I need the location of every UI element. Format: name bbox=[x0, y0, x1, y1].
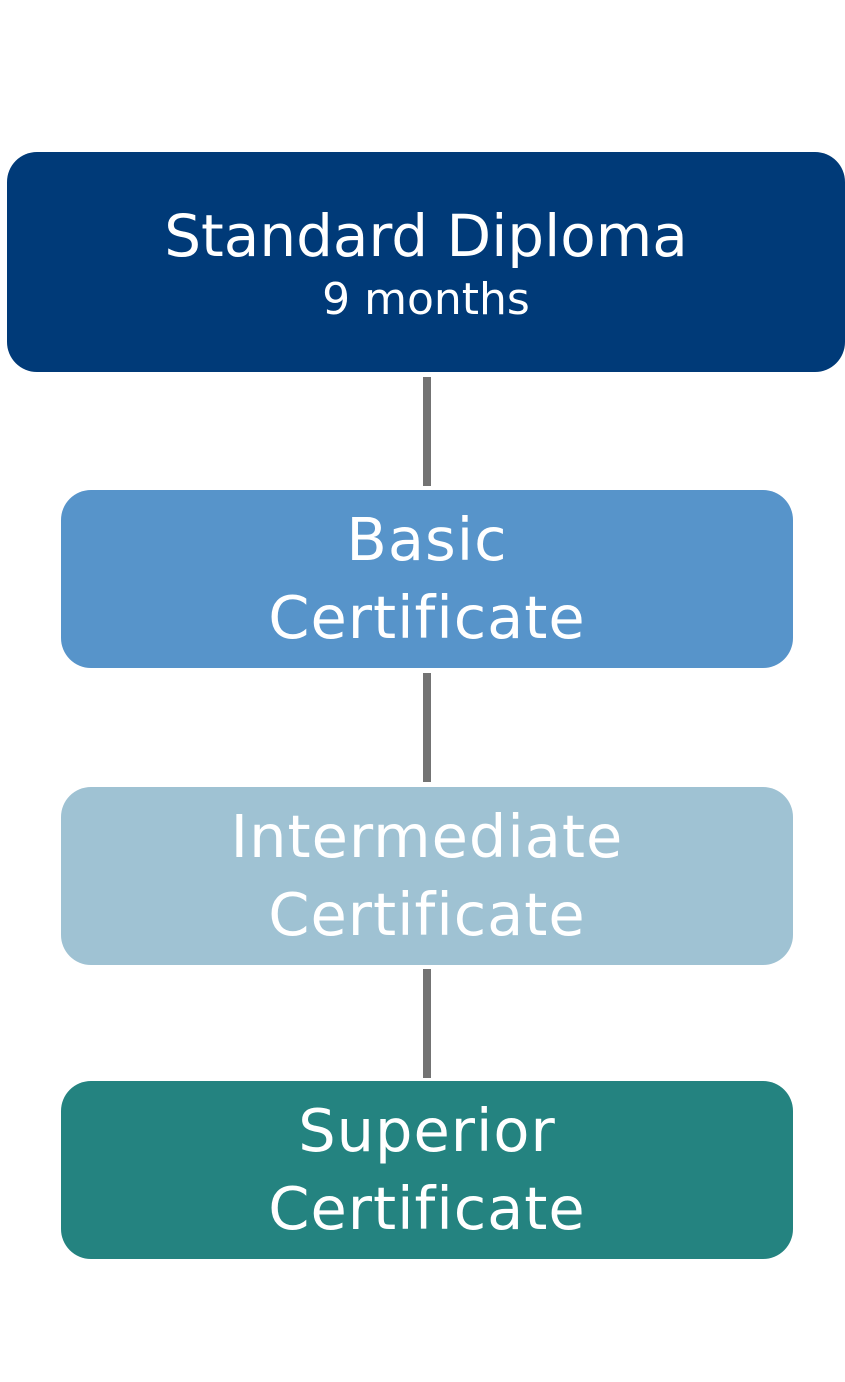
superior-certificate-box: Superior Certificate bbox=[61, 1081, 793, 1259]
intermediate-certificate-box: Intermediate Certificate bbox=[61, 787, 793, 965]
connector-line bbox=[423, 673, 431, 782]
diploma-title: Standard Diploma bbox=[164, 202, 688, 270]
diploma-duration: 9 months bbox=[322, 274, 530, 325]
certificate-label-line1: Intermediate bbox=[230, 802, 624, 871]
basic-certificate-box: Basic Certificate bbox=[61, 490, 793, 668]
certificate-label-line1: Basic bbox=[346, 505, 508, 574]
certificate-label-line2: Certificate bbox=[268, 1174, 586, 1243]
connector-line bbox=[423, 377, 431, 486]
certificate-label-line2: Certificate bbox=[268, 583, 586, 652]
certificate-label-line2: Certificate bbox=[268, 880, 586, 949]
certificate-label-line1: Superior bbox=[298, 1096, 556, 1165]
standard-diploma-box: Standard Diploma 9 months bbox=[7, 152, 845, 372]
connector-line bbox=[423, 969, 431, 1078]
